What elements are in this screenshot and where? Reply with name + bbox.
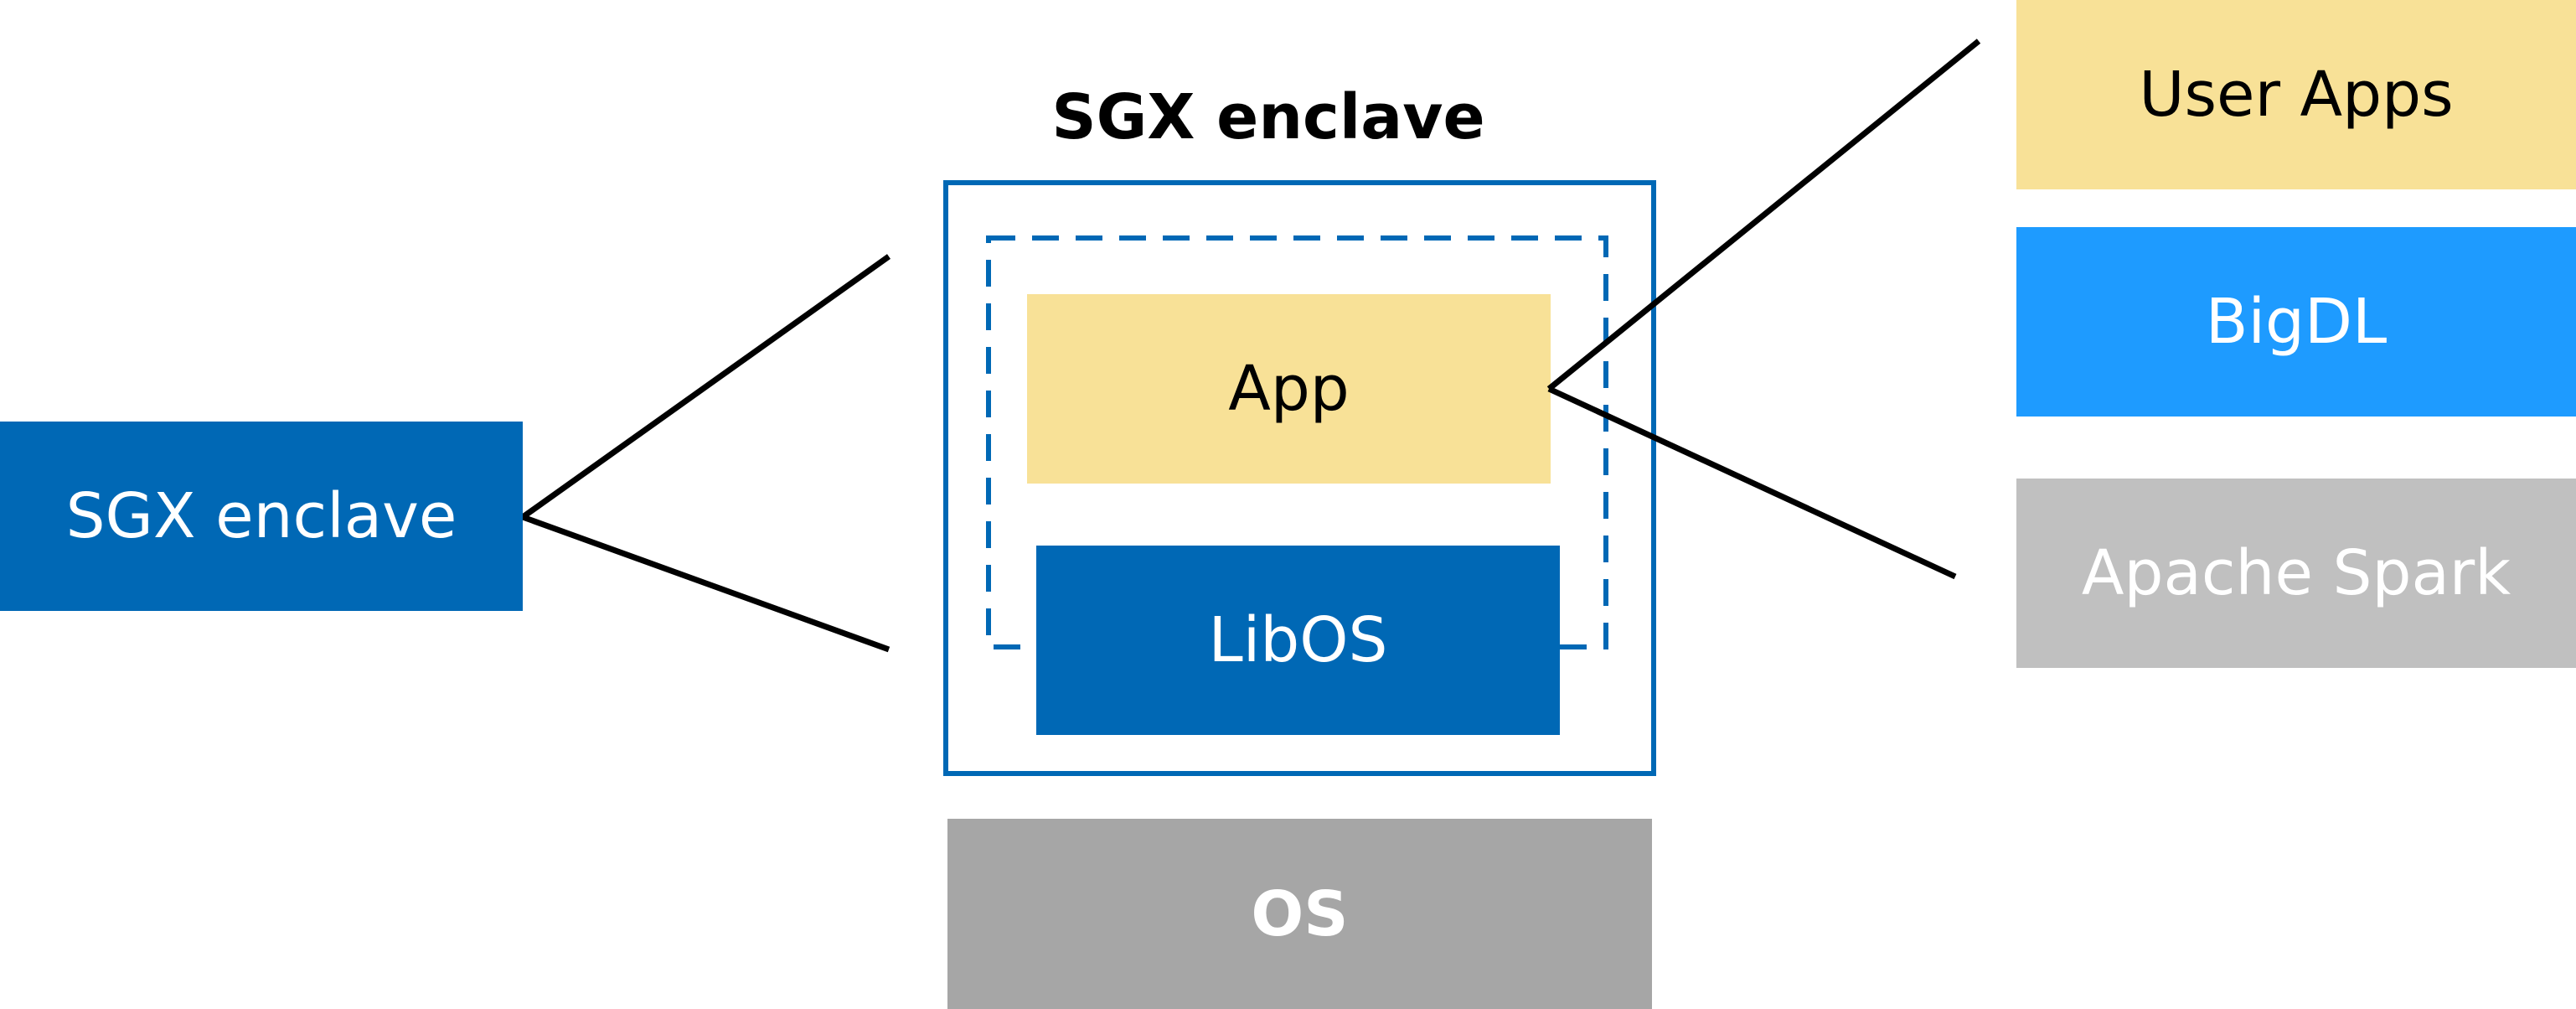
bigdl-box-label: BigDL bbox=[2205, 286, 2388, 358]
libos-box: LibOS bbox=[1036, 546, 1560, 735]
sgx-enclave-box: SGX enclave bbox=[0, 422, 523, 611]
enclave-title: SGX enclave bbox=[1051, 81, 1485, 153]
apache-spark-box: Apache Spark bbox=[2016, 479, 2576, 668]
apache-spark-box-label: Apache Spark bbox=[2081, 537, 2511, 609]
os-box: OS bbox=[947, 819, 1652, 1009]
connector-right-upper bbox=[1546, 39, 1981, 391]
enclave-frame bbox=[943, 180, 1656, 776]
app-box: App bbox=[1027, 294, 1551, 484]
connector-left-lower bbox=[521, 514, 891, 653]
libos-box-label: LibOS bbox=[1208, 604, 1388, 676]
connector-left-upper bbox=[520, 254, 891, 520]
user-apps-box-label: User Apps bbox=[2139, 59, 2454, 131]
app-box-label: App bbox=[1228, 353, 1350, 425]
user-apps-box: User Apps bbox=[2016, 0, 2576, 189]
sgx-enclave-box-label: SGX enclave bbox=[65, 480, 457, 552]
bigdl-box: BigDL bbox=[2016, 227, 2576, 417]
connector-right-lower bbox=[1547, 385, 1957, 580]
enclave-dashed-boundary bbox=[986, 235, 1608, 649]
os-box-label: OS bbox=[1251, 877, 1349, 950]
